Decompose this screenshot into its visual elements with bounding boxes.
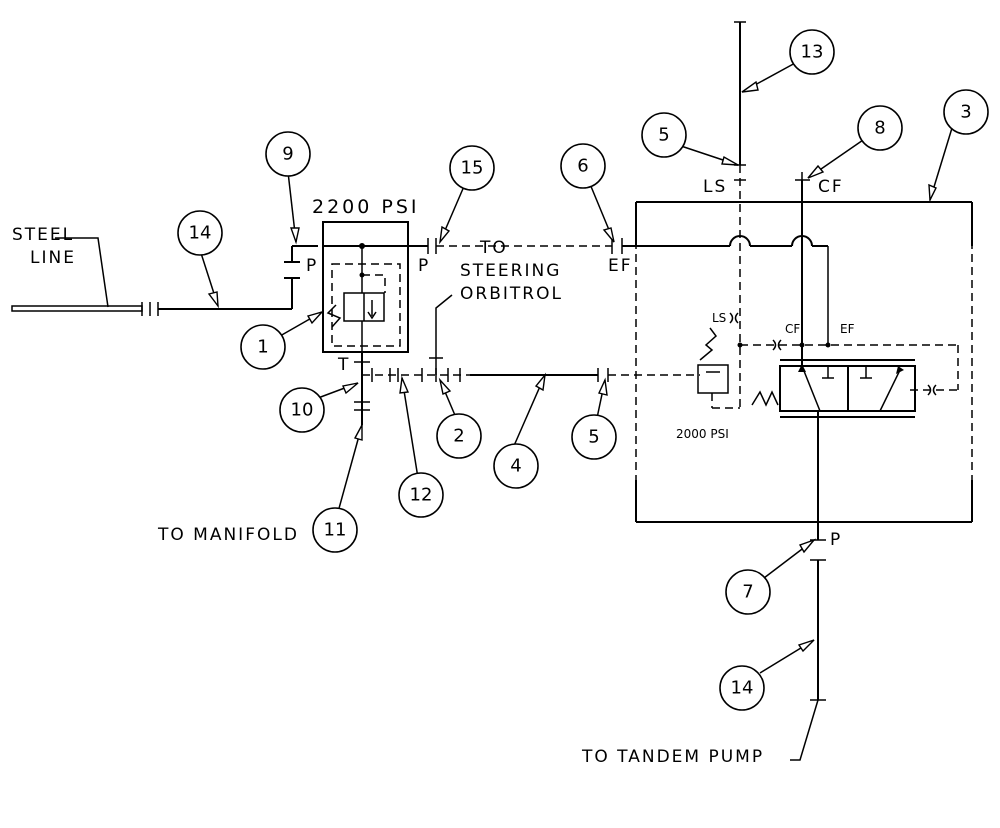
inner-cf-label: CF	[785, 322, 800, 336]
port-p-right: P	[418, 256, 430, 276]
relief-pressure-2000: 2000 PSI	[676, 427, 729, 441]
relief-pressure-2200: 2200 PSI	[312, 196, 420, 218]
callout-10: 10	[279, 387, 325, 433]
control-valve-block	[635, 165, 973, 540]
callout-number: 15	[461, 158, 484, 179]
steel-line	[11, 237, 318, 316]
steel-line-label-1: STEEL	[12, 225, 74, 245]
callout-11: 11	[312, 507, 358, 553]
to-steering-label-1: TO	[479, 238, 508, 258]
callout-number: 3	[960, 102, 971, 123]
manifold-line	[354, 352, 370, 425]
tandem-pump-line	[790, 539, 826, 761]
port-t: T	[337, 355, 350, 375]
callout-number: 6	[577, 156, 588, 177]
callout-number: 1	[257, 337, 268, 358]
inner-ef-label: EF	[840, 322, 855, 336]
callout-number: 4	[510, 456, 521, 477]
callout-15: 15	[449, 145, 495, 191]
callout-7: 7	[725, 569, 771, 615]
to-steering-label-2: STEERING	[460, 261, 561, 281]
callout-number: 2	[453, 426, 464, 447]
callout-leaders	[199, 61, 953, 674]
callout-number: 12	[410, 485, 433, 506]
cf-port	[795, 172, 810, 188]
callout-number: 14	[731, 678, 754, 699]
callout-number: 14	[189, 223, 212, 244]
steel-line-label-2: LINE	[30, 248, 76, 268]
callout-number: 8	[874, 118, 885, 139]
callout-number: 5	[658, 125, 669, 146]
to-steering-label-3: ORBITROL	[460, 284, 563, 304]
callout-4: 4	[493, 443, 539, 489]
port-ef: EF	[608, 256, 633, 276]
port-p-bottom: P	[830, 530, 842, 550]
ls-port	[734, 21, 746, 181]
callout-3: 3	[943, 89, 989, 135]
callout-6: 6	[560, 143, 606, 189]
callout-14-left: 14	[177, 210, 223, 256]
inner-ls-label: LS	[712, 311, 726, 325]
callout-2: 2	[436, 413, 482, 459]
callout-number: 5	[588, 427, 599, 448]
callout-9: 9	[265, 131, 311, 177]
to-tandem-pump-label: TO TANDEM PUMP	[581, 747, 764, 767]
port-p-left: P	[306, 256, 318, 276]
port-ls: LS	[703, 177, 727, 197]
to-manifold-label: TO MANIFOLD	[157, 525, 299, 545]
callout-number: 13	[801, 42, 824, 63]
callout-number: 7	[742, 582, 753, 603]
callout-number: 10	[291, 400, 314, 421]
callout-number: 9	[282, 144, 293, 165]
ef-line	[408, 238, 730, 254]
port-cf: CF	[818, 177, 844, 197]
callout-12: 12	[398, 472, 444, 518]
callout-1: 1	[240, 324, 286, 370]
return-line	[362, 294, 700, 382]
callout-5-bottom: 5	[571, 414, 617, 460]
callout-8: 8	[857, 105, 903, 151]
priority-valve-block	[322, 221, 409, 353]
callout-14-bottom: 14	[719, 665, 765, 711]
callout-13: 13	[789, 29, 835, 75]
callout-number: 11	[324, 520, 347, 541]
callout-5-top: 5	[641, 112, 687, 158]
